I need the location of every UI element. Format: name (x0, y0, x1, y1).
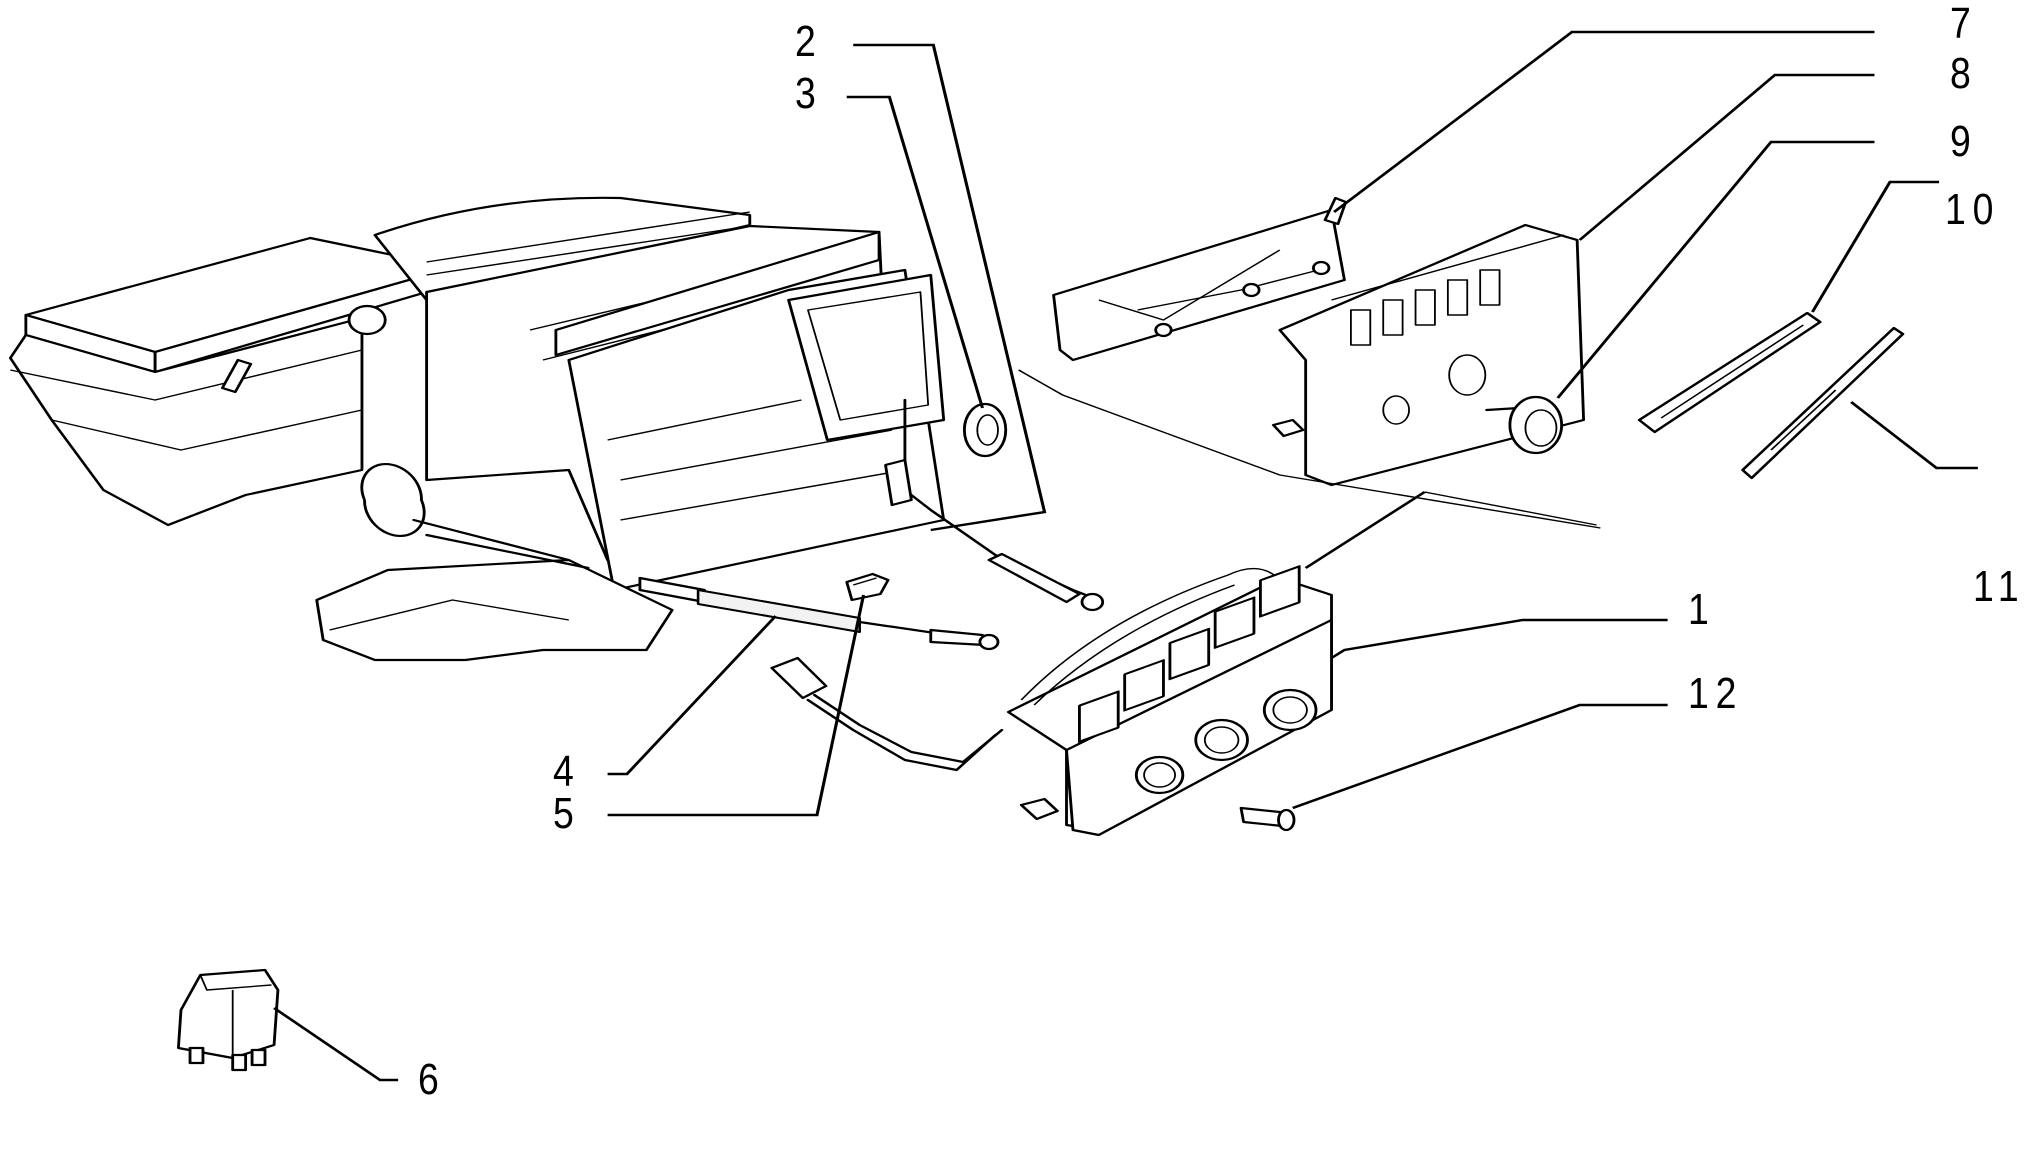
harness-connector (770, 656, 1004, 772)
leader-group (1304, 491, 1426, 569)
leader-6 (273, 1007, 399, 1082)
leader-3 (846, 95, 984, 409)
group-boundary-2 (1424, 491, 1597, 526)
leader-9 (1556, 140, 1875, 399)
leader-10 (1810, 180, 1940, 313)
leader-lines (273, 30, 1978, 1082)
leader-11 (1850, 401, 1978, 470)
relay (176, 968, 280, 1072)
frame-slots (1349, 269, 1501, 346)
control-cable-2 (884, 398, 1105, 612)
leader-7 (1333, 30, 1875, 213)
callout-11: 11 (1973, 562, 2026, 611)
grommet (962, 402, 1008, 458)
callout-12: 12 (1688, 669, 1744, 718)
trim-strip-11 (1741, 326, 1905, 480)
callout-8: 8 (1950, 49, 1978, 98)
knob (1485, 395, 1564, 455)
callout-9: 9 (1950, 117, 1978, 166)
leader-2 (853, 43, 1047, 532)
panel-frame (1271, 223, 1586, 487)
callout-10: 10 (1945, 185, 2001, 234)
callout-7: 7 (1950, 0, 1978, 48)
callout-3: 3 (795, 69, 823, 118)
lever-mechanism (1052, 196, 1348, 362)
leader-4 (607, 615, 777, 776)
leader-5 (607, 594, 866, 817)
callout-6: 6 (418, 1055, 446, 1104)
callout-2: 2 (795, 17, 823, 66)
screw-5 (845, 572, 890, 602)
climate-control-panel (1006, 565, 1333, 837)
switch-buttons (1078, 565, 1301, 743)
callout-5: 5 (553, 789, 581, 838)
screw-12 (1239, 806, 1296, 832)
group-boundary (1018, 369, 1601, 529)
control-knobs (1134, 688, 1318, 795)
control-cable-4 (638, 576, 1000, 651)
leader-1 (1330, 618, 1668, 659)
leader-8 (1578, 73, 1875, 241)
callout-4: 4 (553, 747, 581, 796)
leader-12 (1292, 703, 1668, 810)
callout-1: 1 (1688, 585, 1716, 634)
trim-strip-10 (1637, 311, 1822, 434)
heater-housing (8, 196, 946, 662)
